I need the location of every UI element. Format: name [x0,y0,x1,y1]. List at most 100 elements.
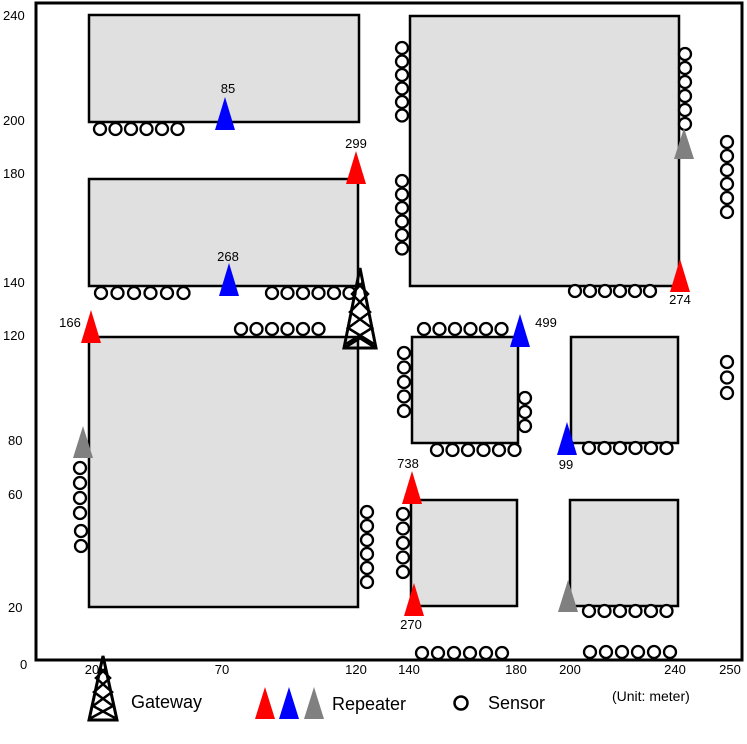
sensor-circle-icon [478,321,494,337]
sensor-circle-icon [395,521,411,536]
sensor-circle-icon [582,644,598,660]
sensor-circle-icon [659,440,674,456]
y-tick: 20 [8,600,22,615]
sensor-circle-icon [396,345,412,361]
sensor-circle-icon [567,283,583,299]
sensor-circle-icon [677,74,693,90]
sensor-circle-icon [581,603,597,619]
building [410,335,520,445]
repeater-166: 166 [59,310,101,343]
sensor-circle-icon [396,374,412,390]
sensor-circle-icon [396,389,412,404]
y-tick: 180 [3,166,25,181]
repeater-268: 268 [217,249,239,296]
sensor-circle-icon [476,442,491,458]
sensor-circle-icon [395,506,411,522]
sensor-circle-icon [597,283,613,299]
sensor-circle-icon [72,490,88,506]
sensor-circle-icon [627,283,643,299]
sensor-circle-icon [72,475,88,491]
sensor-circle-icon [394,67,410,83]
sensor-circle-icon [394,94,410,110]
sensor-circle-icon [462,645,478,661]
repeater-270: 270 [400,583,424,632]
sensor-circle-icon [139,121,154,137]
sensor-circle-icon [359,574,375,590]
sensor-circle-icon [394,108,410,123]
repeater-label: 299 [345,136,367,151]
x-tick: 180 [505,662,527,677]
x-tick: 250 [719,662,741,677]
sensor-circle-icon [394,187,410,202]
sensor-circle-icon [126,285,142,301]
sensor-circle-icon [295,321,311,337]
sensor-circle-icon [143,285,158,301]
sensor-circle-icon [582,283,598,299]
x-tick: 20 [85,662,99,677]
sensor-circle-icon [446,645,462,661]
sensor-circle-icon [416,321,432,337]
unit-note: (Unit: meter) [612,688,690,704]
y-tick: 60 [8,487,22,502]
x-tick: 140 [398,662,420,677]
sensor-circle-icon [581,440,597,456]
sensor-circle-icon [359,546,375,562]
gateway-tower-icon [342,267,378,350]
sensor-circle-icon [395,535,411,551]
repeater-label: 268 [217,249,239,264]
sensor-circle-icon [396,403,412,419]
sensor-circle-icon [677,88,693,104]
repeater-triangle-icon [81,310,101,343]
sensor-circle-icon [249,321,264,337]
sensor-circle-icon [73,538,89,554]
repeater-label: 85 [221,81,235,96]
repeater-triangle-icon [304,687,324,719]
sensor-circle-icon [494,645,510,661]
sensor-circle-icon [73,523,89,539]
sensor-circle-icon [677,60,693,76]
sensor-circle-icon [719,176,735,192]
sensor-circle-icon [642,283,658,299]
sensor-circle-icon [394,200,410,216]
sensor-circle-icon [396,360,412,375]
sensor-circle-icon [612,440,628,456]
sensor-circle-icon [453,695,469,711]
repeater-triangle-icon [219,263,239,296]
y-tick: 0 [20,657,27,672]
sensor-circle-icon [614,644,630,660]
sensor-circle-icon [491,442,507,458]
sensor-circle-icon [612,603,628,619]
sensor-circle-icon [719,385,735,401]
sensor-circle-icon [359,518,375,534]
sensor-circle-icon [110,285,125,301]
sensor-circle-icon [598,644,614,660]
repeater-738: 738 [397,456,422,504]
sensor-circle-icon [72,460,88,476]
sensor-circle-icon [394,54,410,69]
repeater-triangle-icon [346,151,366,184]
sensor-circle-icon [597,603,612,619]
sensor-circle-icon [326,285,342,301]
y-tick: 140 [3,275,25,290]
x-tick: 120 [345,662,367,677]
sensor-circle-icon [429,442,445,458]
sensor-circle-icon [677,46,693,62]
sensor-circle-icon [176,285,191,301]
building [87,335,360,609]
sensor-circle-icon [394,40,410,56]
legend: Gateway Repeater Sensor (Unit: meter) [87,655,690,722]
building [568,498,680,608]
sensor-circle-icon [394,173,410,189]
sensor-circle-icon [395,564,411,580]
repeater-triangle-icon [402,471,422,504]
sensor-circle-icon [394,227,410,243]
sensor-circle-icon [517,404,533,420]
repeater-label: 499 [535,315,557,330]
legend-repeater-label: Repeater [332,694,406,714]
sensor-circle-icon [719,190,735,206]
sensor-circle-icon [677,116,693,132]
sensor-circle-icon [445,442,460,458]
sensor-circle-icon [359,560,375,576]
y-tick: 120 [3,328,25,343]
